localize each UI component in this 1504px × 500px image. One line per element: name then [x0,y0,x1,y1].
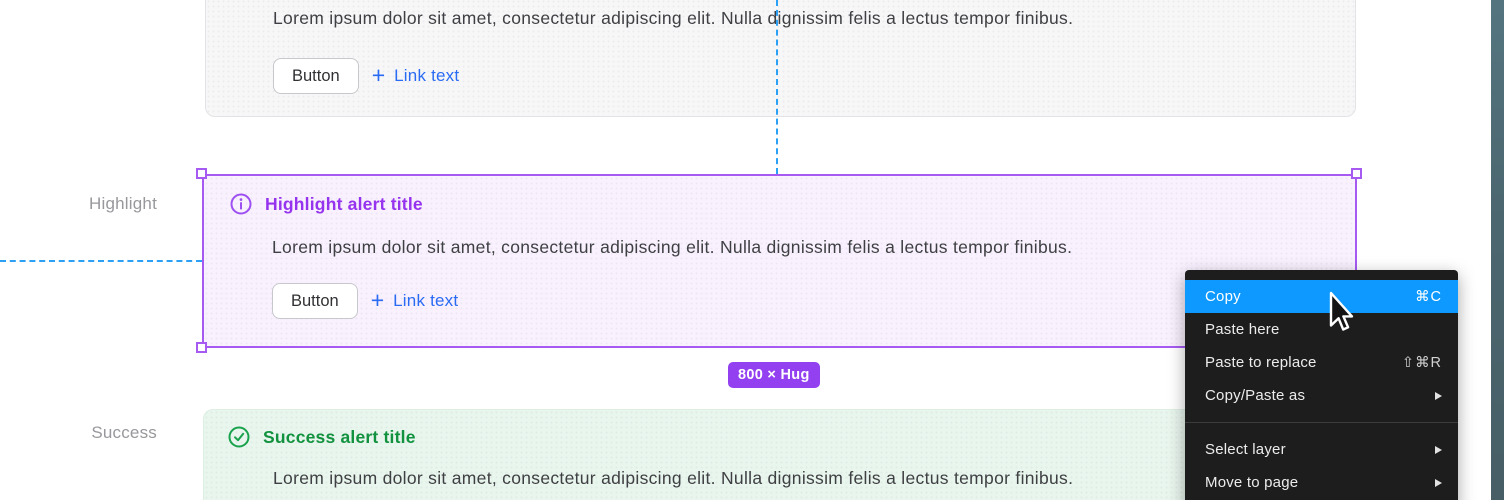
menu-separator [1185,422,1458,423]
window-edge-strip [1491,0,1504,500]
menu-item-paste-to-replace[interactable]: Paste to replace ⇧⌘R [1185,346,1458,379]
menu-item-label: Paste to replace [1205,354,1317,371]
menu-item-label: Copy/Paste as [1205,387,1306,404]
menu-item-move-to-page[interactable]: Move to page [1185,466,1458,499]
menu-item-label: Paste here [1205,321,1280,338]
alert-title: Success alert title [263,427,416,447]
alert-body-text: Lorem ipsum dolor sit amet, consectetur … [273,468,1074,488]
selection-handle-bottom-left[interactable] [196,342,207,353]
vertical-guide-line [776,0,778,174]
menu-item-shortcut: ⌘C [1415,288,1442,305]
context-menu: Copy ⌘C Paste here Paste to replace ⇧⌘R … [1185,270,1458,500]
row-label-highlight: Highlight [89,194,157,213]
info-icon [230,193,252,215]
selection-handle-top-right[interactable] [1351,168,1362,179]
menu-item-label: Copy [1205,288,1241,305]
submenu-arrow-icon [1435,391,1442,400]
selection-handle-top-left[interactable] [196,168,207,179]
alert-body-text: Lorem ipsum dolor sit amet, consectetur … [272,237,1073,257]
alert-button[interactable]: Button [272,283,358,319]
mouse-cursor-icon [1329,291,1354,331]
menu-item-label: Move to page [1205,474,1299,491]
plus-icon: + [370,287,385,313]
submenu-arrow-icon [1435,478,1442,487]
row-label-success: Success [91,423,157,442]
menu-item-copy-paste-as[interactable]: Copy/Paste as [1185,379,1458,412]
menu-item-copy[interactable]: Copy ⌘C [1185,280,1458,313]
alert-title: Highlight alert title [265,194,423,214]
alert-button[interactable]: Button [273,58,359,94]
alert-card-info[interactable]: Lorem ipsum dolor sit amet, consectetur … [205,0,1356,117]
size-badge: 800 × Hug [728,362,820,388]
alert-card-success[interactable]: Success alert title Lorem ipsum dolor si… [203,409,1356,500]
menu-item-shortcut: ⇧⌘R [1401,354,1442,371]
alert-card-highlight[interactable]: Highlight alert title Lorem ipsum dolor … [202,174,1357,348]
alert-button-label: Button [291,291,339,310]
alert-button-label: Button [292,66,340,85]
alert-link[interactable]: + Link text [370,287,459,313]
alert-body-text: Lorem ipsum dolor sit amet, consectetur … [273,8,1074,28]
alert-link[interactable]: + Link text [371,62,460,88]
menu-item-label: Select layer [1205,441,1286,458]
horizontal-guide-line [0,260,202,262]
plus-icon: + [371,62,386,88]
alert-link-label: Link text [394,66,460,85]
menu-item-select-layer[interactable]: Select layer [1185,433,1458,466]
check-icon [228,426,250,448]
submenu-arrow-icon [1435,445,1442,454]
alert-link-label: Link text [393,291,459,310]
menu-item-paste-here[interactable]: Paste here [1185,313,1458,346]
